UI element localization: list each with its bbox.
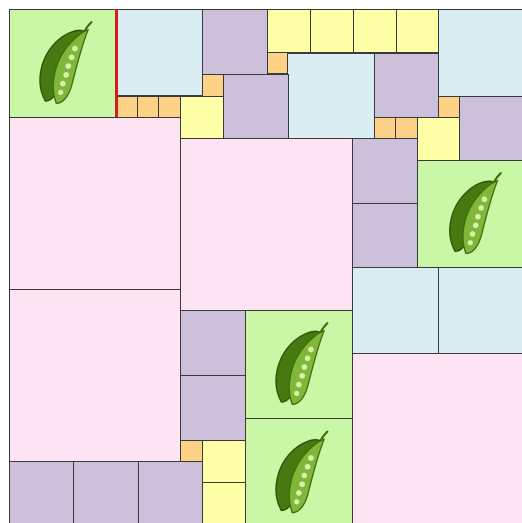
orange-tile[interactable]	[374, 117, 396, 139]
purple-tile[interactable]	[352, 138, 418, 204]
insertion-cursor	[115, 9, 118, 117]
pink-tile[interactable]	[180, 138, 353, 311]
yellow-tile[interactable]	[353, 9, 397, 53]
pea-pod-tile[interactable]	[9, 9, 117, 118]
orange-tile[interactable]	[438, 96, 460, 118]
pea-pod-tile[interactable]	[245, 418, 353, 523]
pink-tile[interactable]	[352, 353, 522, 523]
pea-pod-icon	[266, 429, 332, 518]
orange-tile[interactable]	[116, 96, 138, 118]
purple-tile[interactable]	[459, 96, 522, 161]
pink-tile[interactable]	[9, 117, 181, 290]
purple-tile[interactable]	[180, 310, 246, 376]
yellow-tile[interactable]	[267, 9, 311, 53]
orange-tile[interactable]	[180, 440, 203, 462]
blue-tile[interactable]	[352, 267, 439, 354]
purple-tile[interactable]	[9, 461, 74, 523]
purple-tile[interactable]	[352, 203, 418, 268]
pea-pod-icon	[30, 20, 96, 108]
orange-tile[interactable]	[267, 52, 288, 74]
purple-tile[interactable]	[73, 461, 139, 523]
purple-tile[interactable]	[223, 74, 289, 139]
pea-pod-tile[interactable]	[245, 310, 353, 419]
yellow-tile[interactable]	[417, 117, 460, 161]
orange-tile[interactable]	[202, 74, 224, 97]
orange-tile[interactable]	[395, 117, 418, 139]
yellow-tile[interactable]	[310, 9, 354, 53]
orange-tile[interactable]	[158, 96, 181, 118]
yellow-tile[interactable]	[180, 96, 224, 139]
pea-pod-icon	[439, 171, 506, 258]
yellow-tile[interactable]	[202, 440, 246, 483]
yellow-tile[interactable]	[396, 9, 439, 53]
orange-tile[interactable]	[137, 96, 159, 118]
purple-tile[interactable]	[374, 53, 439, 118]
blue-tile[interactable]	[438, 267, 522, 354]
pink-tile[interactable]	[9, 289, 181, 462]
purple-tile[interactable]	[180, 375, 246, 441]
pea-pod-tile[interactable]	[417, 160, 522, 268]
purple-tile[interactable]	[138, 461, 203, 523]
blue-tile[interactable]	[116, 9, 203, 96]
blue-tile[interactable]	[438, 9, 522, 97]
blue-tile[interactable]	[287, 53, 375, 139]
purple-tile[interactable]	[202, 9, 268, 75]
pea-pod-icon	[266, 321, 332, 409]
yellow-tile[interactable]	[202, 482, 246, 523]
